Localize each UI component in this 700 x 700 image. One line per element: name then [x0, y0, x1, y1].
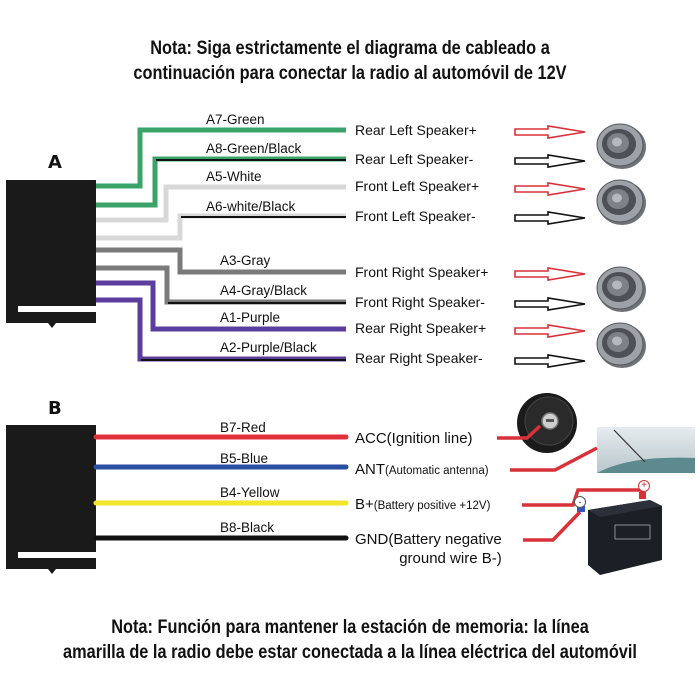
negative-arrow-icon [514, 297, 586, 311]
negative-arrow-icon [514, 154, 586, 168]
speaker-icon [596, 266, 646, 312]
speaker-icon [596, 322, 646, 368]
dest-gnd-line-1: GND(Battery negative [355, 531, 502, 548]
dest-front-left-plus: Front Left Speaker+ [355, 178, 480, 194]
connector-b-body [6, 425, 96, 574]
wire-a1-purple [96, 280, 346, 332]
positive-arrow-icon [514, 125, 586, 139]
wire-label-b4: B4-Yellow [220, 485, 280, 500]
wire-label-a6: A6-white/Black [206, 199, 296, 214]
dest-front-right-plus: Front Right Speaker+ [355, 264, 489, 280]
connector-a [6, 180, 96, 328]
speaker-icon [596, 179, 646, 225]
dest-ant-main: ANT [355, 461, 385, 478]
top-note: Nota: Siga estrictamente el diagrama de … [49, 36, 651, 86]
wire-a6-white/black [96, 213, 346, 241]
wire-a8-green/black [96, 156, 346, 208]
connector-a-label: A [48, 152, 62, 173]
connector-a-body [6, 180, 96, 328]
wire-label-a2: A2-Purple/Black [220, 340, 317, 355]
antenna-icon [510, 427, 695, 473]
wire-a3-gray [96, 247, 346, 275]
wire-label-b8: B8-Black [220, 520, 275, 535]
negative-arrow-icon [514, 354, 586, 368]
wire-label-a3: A3-Gray [220, 253, 271, 268]
wire-label-b5: B5-Blue [220, 451, 269, 466]
battery-positive-marker: + [638, 480, 650, 492]
negative-arrow-icon [514, 211, 586, 225]
bottom-note-line-1: Nota: Función para mantener la estación … [111, 617, 589, 638]
wire-label-b7: B7-Red [220, 420, 266, 435]
dest-front-right-minus: Front Right Speaker- [355, 294, 485, 310]
top-note-line-2: continuación para conectar la radio al a… [133, 63, 567, 84]
dest-bplus: B+(Battery positive +12V) [355, 496, 490, 513]
wire-label-a1: A1-Purple [220, 310, 281, 325]
dest-front-left-minus: Front Left Speaker- [355, 208, 476, 224]
wire-a2-purple/black [96, 297, 346, 362]
speaker-icon [596, 123, 646, 169]
connector-b-label: B [48, 398, 62, 419]
dest-bplus-main: B+ [355, 496, 374, 513]
wire-label-a5: A5-White [206, 169, 262, 184]
bottom-note: Nota: Función para mantener la estación … [49, 615, 651, 665]
battery-negative-marker: - [574, 496, 586, 508]
dest-gnd: GND(Battery negative ground wire B-) [355, 530, 502, 568]
dest-ant: ANT(Automatic antenna) [355, 461, 489, 478]
dest-rear-right-plus: Rear Right Speaker+ [355, 320, 487, 336]
battery-icon [522, 488, 662, 575]
wire-a5-white [96, 184, 346, 223]
dest-rear-left-minus: Rear Left Speaker- [355, 151, 474, 167]
wire-label-a7: A7-Green [206, 112, 265, 127]
wire-label-a8: A8-Green/Black [206, 141, 302, 156]
wire-a7-green [96, 127, 346, 189]
connector-b [6, 425, 96, 574]
dest-ant-detail: (Automatic antenna) [385, 465, 489, 477]
wire-a4-gray/black [96, 265, 346, 305]
dest-gnd-line-2: ground wire B-) [399, 550, 502, 567]
positive-arrow-icon [514, 324, 586, 338]
top-note-line-1: Nota: Siga estrictamente el diagrama de … [150, 38, 550, 59]
dest-bplus-detail: (Battery positive +12V) [373, 500, 491, 512]
dest-rear-right-minus: Rear Right Speaker- [355, 350, 483, 366]
wire-label-a4: A4-Gray/Black [220, 283, 308, 298]
dest-acc: ACC(Ignition line) [355, 430, 473, 447]
bottom-note-line-2: amarilla de la radio debe estar conectad… [63, 642, 637, 663]
positive-arrow-icon [514, 182, 586, 196]
dest-rear-left-plus: Rear Left Speaker+ [355, 122, 477, 138]
ignition-key-icon [497, 393, 577, 453]
positive-arrow-icon [514, 267, 586, 281]
